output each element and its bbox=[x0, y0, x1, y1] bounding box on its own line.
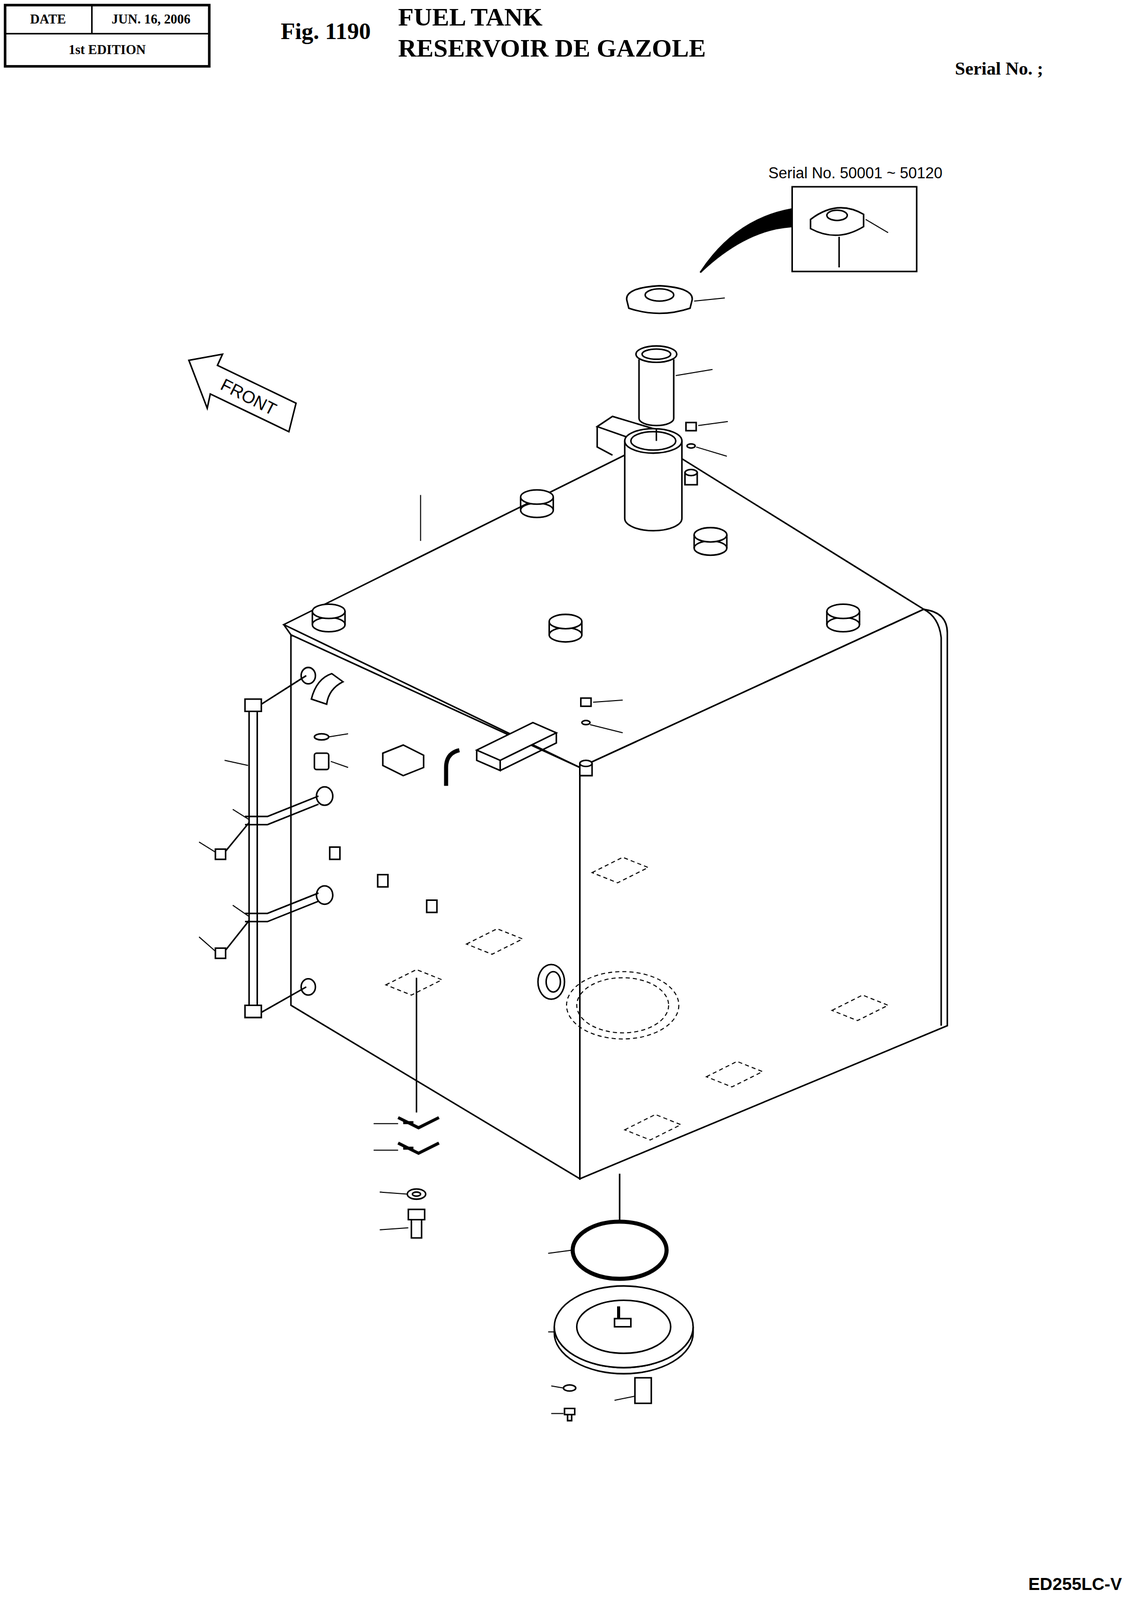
table-cell: JUN. 16, 2006 bbox=[111, 12, 191, 27]
table-cell: 1st EDITION bbox=[68, 42, 146, 58]
figure-number: Fig. 1190 bbox=[280, 18, 371, 45]
serial-note: Serial No. ; bbox=[955, 59, 1044, 80]
figure-subtitle: RESERVOIR DE GAZOLE bbox=[398, 34, 706, 63]
figure-title: FUEL TANK bbox=[398, 3, 543, 32]
serial-range: Serial No. 50001 ~ 50120 bbox=[768, 165, 943, 183]
table-cell: DATE bbox=[30, 12, 67, 27]
model-code: ED255LC-V bbox=[1028, 1575, 1122, 1595]
